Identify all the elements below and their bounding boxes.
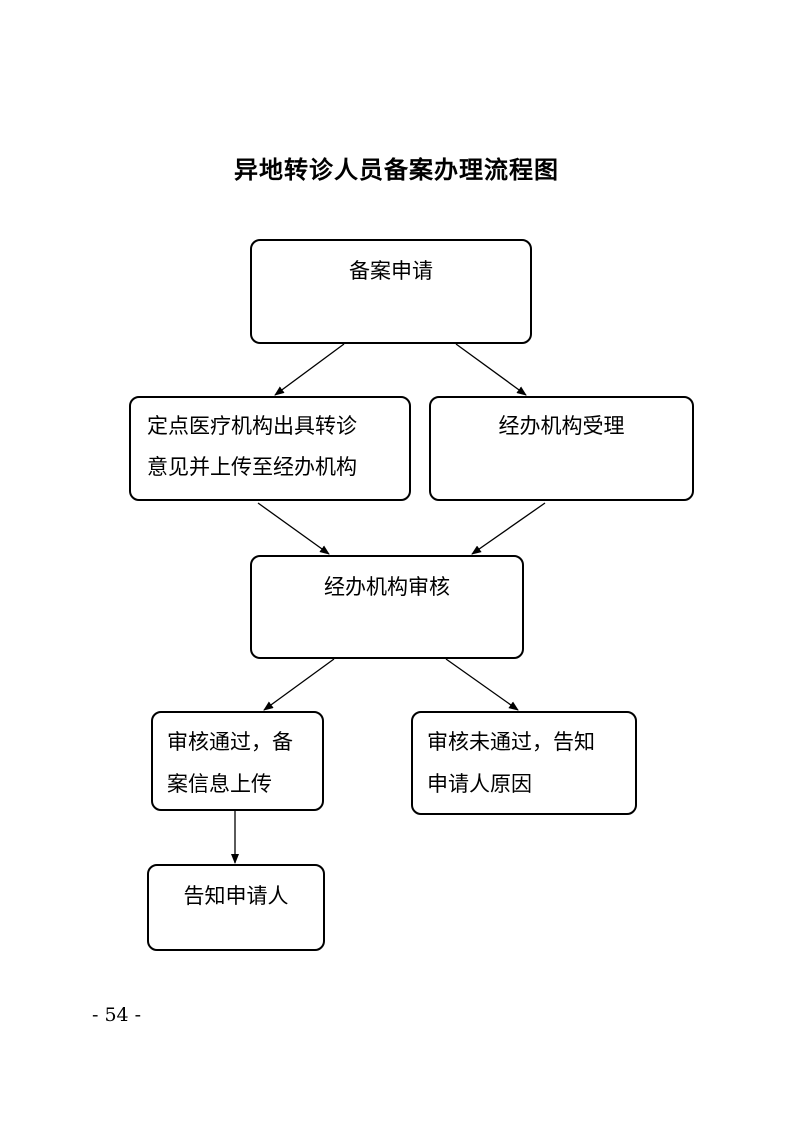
flow-box-accept: 经办机构受理 — [429, 396, 694, 501]
arrow-accept-to-review — [471, 502, 546, 555]
flow-box-review: 经办机构审核 — [250, 555, 524, 659]
page-number: - 54 - — [92, 1004, 142, 1026]
flow-box-apply: 备案申请 — [250, 239, 532, 344]
flow-box-notify-applicant-label: 告知申请人 — [183, 884, 289, 908]
flow-box-review-passed-label: 审核通过，备 案信息上传 — [167, 730, 293, 796]
arrow-review-to-pass — [263, 658, 335, 711]
flow-box-review-failed-label: 审核未通过，告知 申请人原因 — [427, 730, 595, 796]
flow-box-review-label: 经办机构审核 — [324, 575, 450, 599]
flow-box-notify-applicant: 告知申请人 — [147, 864, 325, 951]
arrow-apply-to-accept — [455, 343, 527, 396]
page-title: 异地转诊人员备案办理流程图 — [234, 156, 559, 184]
flow-box-review-failed: 审核未通过，告知 申请人原因 — [411, 711, 637, 815]
arrow-apply-to-hospital — [274, 343, 345, 396]
arrow-hospital-to-review — [257, 502, 330, 555]
flow-box-apply-label: 备案申请 — [349, 259, 433, 283]
flow-box-hospital-referral-label: 定点医疗机构出具转诊 意见并上传至经办机构 — [147, 414, 357, 479]
flow-box-accept-label: 经办机构受理 — [498, 414, 625, 438]
arrow-review-to-fail — [445, 658, 519, 711]
flow-box-review-passed: 审核通过，备 案信息上传 — [151, 711, 324, 811]
flow-box-hospital-referral: 定点医疗机构出具转诊 意见并上传至经办机构 — [129, 396, 411, 501]
